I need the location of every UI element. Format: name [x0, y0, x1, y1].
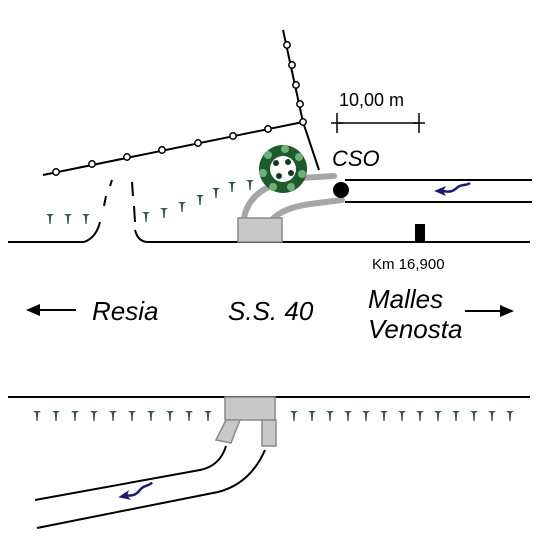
flow-arrow-icon: [118, 481, 153, 500]
river-channel-upper: [345, 179, 532, 203]
km-marker-label: Km 16,900: [372, 256, 445, 273]
road-name-label: S.S. 40: [228, 296, 314, 326]
west-destination-label: Resia: [92, 296, 159, 326]
east-destination-line1: Malles: [368, 284, 444, 314]
overflow-chamber-lower: [214, 396, 277, 447]
tree-canopy-icon: [259, 145, 307, 193]
arrow-left-icon: [26, 304, 76, 316]
river-channel-lower: [34, 445, 266, 529]
east-destination-line2: Venosta: [368, 314, 463, 344]
flow-arrow-icon: [434, 181, 471, 196]
fence-line: [42, 29, 320, 176]
cso-label: CSO: [332, 146, 380, 171]
outfall-icon: [333, 182, 349, 198]
road-edge-upper: [8, 179, 530, 243]
arrow-right-icon: [465, 305, 514, 317]
grass-tufts-upper: [46, 180, 254, 224]
east-destination-label: Malles Venosta: [368, 284, 462, 344]
overflow-chamber-upper: [237, 217, 283, 243]
scale-label: 10,00 m: [339, 90, 405, 110]
scale-bar: [331, 113, 425, 133]
manhole-icon: [415, 224, 425, 241]
